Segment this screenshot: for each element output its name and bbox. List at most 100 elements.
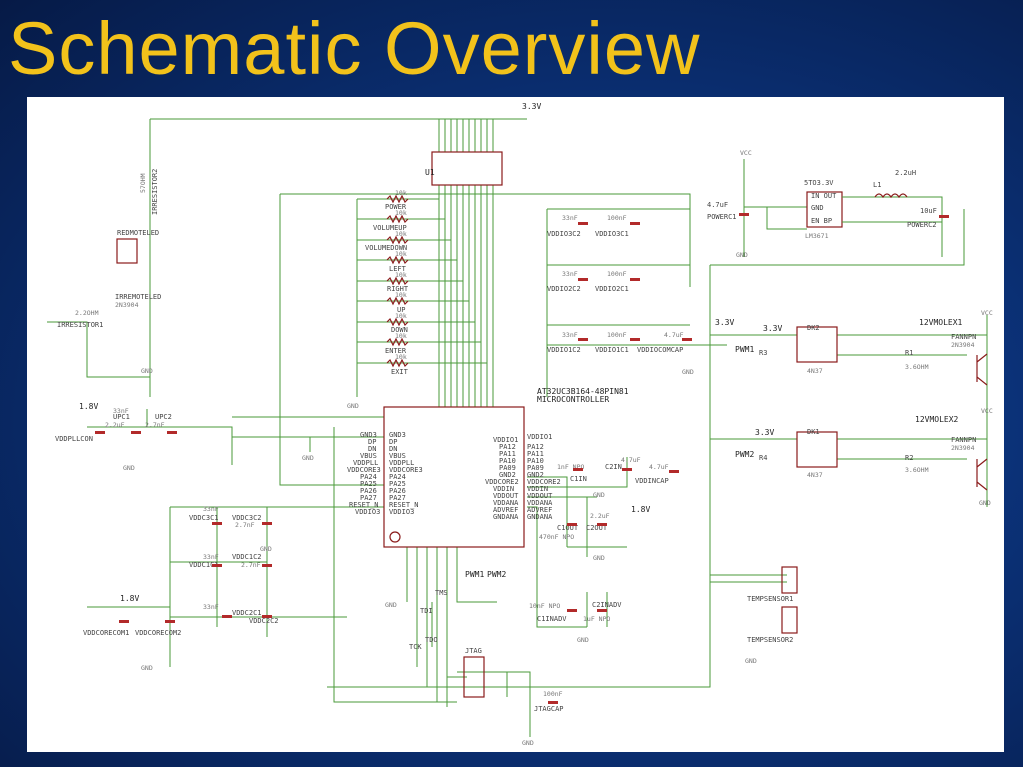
slide-title: Schematic Overview: [8, 7, 701, 90]
pin-inner-left-5: VDDPLL: [389, 459, 414, 467]
power-regulator: VCC 5TO3.3V IN OUT GND EN BP LM3671 L1 2…: [707, 149, 949, 259]
gnd-pll: GND: [123, 464, 135, 472]
pin-left-1: GND3: [360, 431, 377, 439]
r-val-8: 10k: [395, 332, 407, 340]
pin-right-2: PA12: [499, 443, 516, 451]
net-pwm2: PWM2: [735, 450, 754, 459]
pin-inner-left-9: PA26: [389, 487, 406, 495]
net-12vmolex1: 12VMOLEX1: [919, 318, 963, 327]
reg-part: LM3671: [805, 232, 829, 240]
pin-right-4: PA10: [499, 457, 516, 465]
cap-10nf: 10nF NPO: [529, 602, 560, 610]
r1-val: 3.6OHM: [905, 363, 929, 371]
cap-47-in2: 4.7uF: [649, 463, 669, 471]
cap-47-c: 4.7uF: [664, 331, 684, 339]
ir-section: REDMOTELED IRREMOTELED 2N3904 IRRESISTOR…: [57, 169, 161, 375]
pin-left-2: DP: [368, 438, 376, 446]
r-val-5: 10k: [395, 271, 407, 279]
pin-inner-left-12: VDDIO3: [389, 508, 414, 516]
pin-right-7: VDDCORE2: [485, 478, 519, 486]
cap-47-in: 4.7uF: [621, 456, 641, 464]
r-val-4: 10k: [395, 250, 407, 258]
vddc2c2-label: VDDC2C2: [249, 617, 279, 625]
irled-npn: 2N3904: [115, 301, 139, 309]
c2inadv-label: C2INADV: [592, 601, 622, 609]
temp-sensors: TEMPSENSOR1 TEMPSENSOR2 GND: [745, 566, 798, 665]
vddio3c2-label: VDDIO3C2: [547, 230, 581, 238]
vddin-caps: 1nF NPO C1IN C2IN 4.7uF 4.7uF VDDINCAP G…: [529, 456, 679, 644]
net-pwm1-bottom: PWM1: [465, 570, 484, 579]
gnd-ir: GND: [141, 367, 153, 375]
vddc2c1-label: VDDC2C1: [232, 609, 262, 617]
vddiocomcap-label: VDDIOCOMCAP: [637, 346, 683, 354]
core-caps: 33nF VDDC3C1 VDDC3C2 2.7nF 33nF VDDC1C1 …: [83, 505, 279, 672]
gnd-fan: GND: [979, 499, 991, 507]
pin-left-12: VDDIO3: [355, 508, 380, 516]
jtag-tdi: TDI: [420, 607, 433, 615]
net-18v-out: 1.8V: [631, 505, 650, 514]
pin-inner-left-7: PA24: [389, 473, 406, 481]
c1in-label: C1IN: [570, 475, 587, 483]
pin-inner-left-4: VBUS: [389, 452, 406, 460]
vddc3c2-label: VDDC3C2: [232, 514, 262, 522]
cap-33-a: 33nF: [562, 214, 578, 222]
pin-inner-left-11: RESET_N: [389, 501, 419, 509]
r1-label: R1: [905, 349, 913, 357]
vddio2c1-label: VDDIO2C1: [595, 285, 629, 293]
pin-right-11: ADVREF: [493, 506, 518, 514]
vcc-fan1: VCC: [981, 309, 993, 317]
pin-out-right-9: VDDOUT: [527, 492, 553, 500]
vddc1c1-label: VDDC1C1: [189, 561, 219, 569]
pin-inner-left-1: GND3: [389, 431, 406, 439]
ind-name: L1: [873, 181, 881, 189]
pin-right-12: GNDANA: [493, 513, 519, 521]
dk1-label: DK1: [807, 428, 820, 436]
jtagcap-label: JTAGCAP: [534, 705, 564, 713]
gnd-core-2: GND: [260, 545, 272, 553]
gnd-jtag: GND: [522, 739, 534, 747]
r-val-6: 10k: [395, 291, 407, 299]
c2in-label: C2IN: [605, 463, 622, 471]
gnd-temp: GND: [745, 657, 757, 665]
pin-right-1: VDDIO1: [493, 436, 518, 444]
fan1-name: FANNPN: [951, 333, 976, 341]
vddcorecom1-label: VDDCORECOM1: [83, 629, 129, 637]
pin-out-right-3: PA11: [527, 450, 544, 458]
pll-caps: 1.8V VDDPLLCON UPC1 UPC2 2.2uF 2.7nF 33n…: [55, 402, 314, 472]
vddcorecom2-label: VDDCORECOM2: [135, 629, 181, 637]
pcap1-name: POWERC1: [707, 213, 737, 221]
net-pwm2-bottom: PWM2: [487, 570, 506, 579]
c1out-label: C1OUT: [557, 524, 579, 532]
c1inadv-label: C1INADV: [537, 615, 567, 623]
r-val-2: 10k: [395, 209, 407, 217]
r2-val: 3.6OHM: [905, 466, 929, 474]
header-connector-u1: U1: [425, 151, 503, 186]
net-18v-core: 1.8V: [120, 594, 139, 603]
upc1-label: UPC1: [113, 413, 130, 421]
net-33v-top: 3.3V: [522, 102, 541, 111]
btn-right: RIGHT: [387, 285, 409, 293]
net-12vmolex2: 12VMOLEX2: [915, 415, 959, 424]
jtag-tms: TMS: [435, 589, 448, 597]
pin-left-4: VBUS: [360, 452, 377, 460]
pin-inner-left-10: PA27: [389, 494, 406, 502]
pin-inner-left-8: PA25: [389, 480, 406, 488]
vddc3c1-label: VDDC3C1: [189, 514, 219, 522]
fan2-name: FANNPN: [951, 436, 976, 444]
fan2-part: 2N3904: [951, 444, 975, 452]
irres2-label: IRRESISTOR2: [151, 169, 159, 215]
gnd-reg: GND: [736, 251, 748, 259]
net-pwm1: PWM1: [735, 345, 754, 354]
pin-out-right-7: VDDCORE2: [527, 478, 561, 486]
pcap1-val: 4.7uF: [707, 201, 728, 209]
upc2-label: UPC2: [155, 413, 172, 421]
r2-label: R2: [905, 454, 913, 462]
pin-out-right-2: PA12: [527, 443, 544, 451]
pin-inner-left-6: VDDCORE3: [389, 466, 423, 474]
pin-right-8: VDDIN: [493, 485, 514, 493]
c2out-val: 2.2uF: [590, 512, 610, 520]
pin-right-9: VDDOUT: [493, 492, 519, 500]
net-33v-dk2: 3.3V: [763, 324, 782, 333]
reg-name: 5TO3.3V: [804, 179, 834, 187]
gnd-vddout: GND: [593, 554, 605, 562]
